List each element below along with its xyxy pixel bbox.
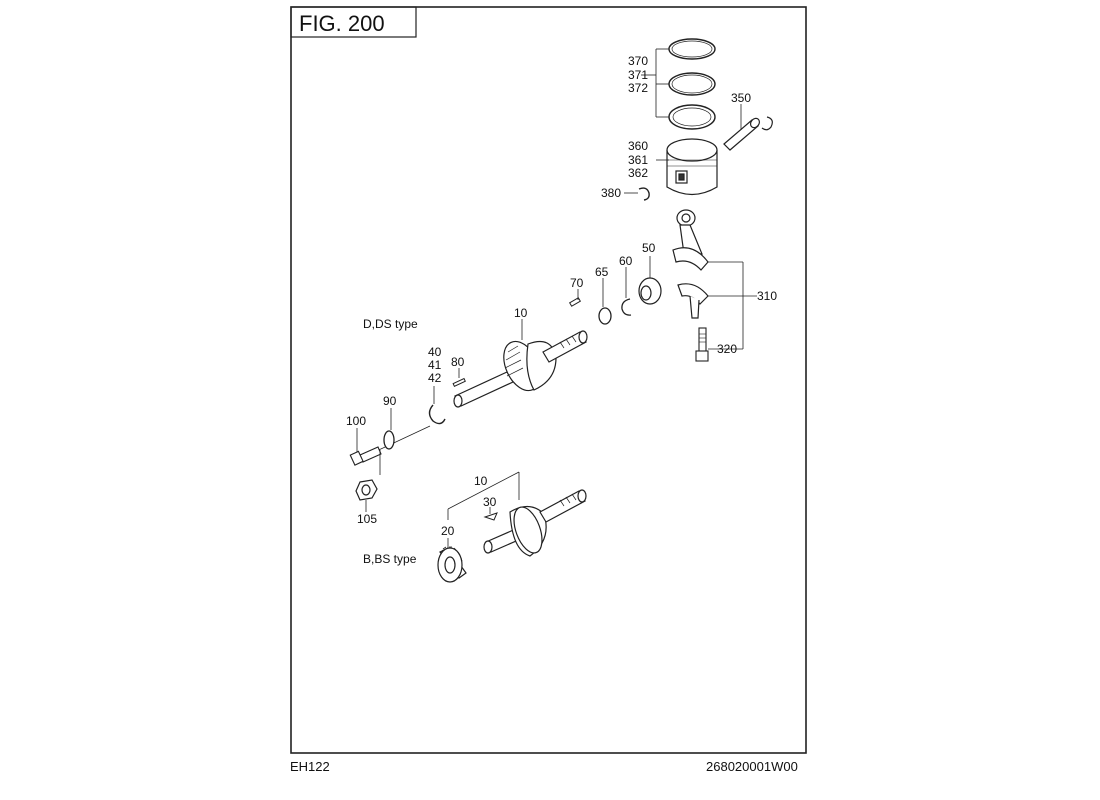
callout-41: 41	[428, 358, 442, 372]
connecting-rod-cap	[677, 283, 709, 319]
leader-10-bs	[447, 471, 520, 520]
crankshaft-bs	[483, 489, 587, 557]
callout-10-ds: 10	[514, 306, 528, 320]
callout-362: 362	[628, 166, 648, 180]
washer-90	[383, 430, 395, 450]
washer-65	[598, 307, 612, 325]
crankshaft-ds	[453, 330, 588, 408]
pin-80	[452, 377, 466, 388]
gear-20	[437, 546, 467, 583]
rod-leader-lines	[708, 261, 757, 350]
figure-title: FIG. 200	[299, 11, 385, 36]
ring-60	[621, 298, 632, 316]
figure-title-box	[290, 6, 417, 38]
callout-40: 40	[428, 345, 442, 359]
callout-60: 60	[619, 254, 633, 268]
type-label-ds: D,DS type	[363, 317, 418, 331]
callout-370: 370	[628, 54, 648, 68]
footer-model: EH122	[290, 759, 330, 774]
callout-30: 30	[483, 495, 497, 509]
nut-105	[355, 479, 378, 501]
bearing-50	[638, 277, 662, 305]
connecting-rod	[672, 209, 709, 271]
piston-pin	[723, 116, 773, 151]
callout-310: 310	[757, 289, 777, 303]
callout-380: 380	[601, 186, 621, 200]
piston-rings	[668, 38, 716, 130]
callout-350: 350	[731, 91, 751, 105]
key-70	[568, 297, 582, 307]
connecting-rod-bolt	[695, 327, 709, 362]
callout-100: 100	[346, 414, 366, 428]
callout-42: 42	[428, 371, 442, 385]
callout-361: 361	[628, 153, 648, 167]
callout-70: 70	[570, 276, 584, 290]
callout-50: 50	[642, 241, 656, 255]
piston-clip	[638, 187, 650, 201]
callout-371: 371	[628, 68, 648, 82]
callout-105: 105	[357, 512, 377, 526]
callout-372: 372	[628, 81, 648, 95]
callout-20: 20	[441, 524, 455, 538]
callout-90: 90	[383, 394, 397, 408]
callout-80: 80	[451, 355, 465, 369]
callout-10-bs: 10	[474, 474, 488, 488]
ring-leader-lines	[641, 48, 669, 118]
type-label-bs: B,BS type	[363, 552, 417, 566]
snap-ring-40	[428, 404, 446, 425]
callout-65: 65	[595, 265, 609, 279]
bolt-100	[349, 446, 382, 466]
key-30	[483, 512, 498, 521]
footer-drawing-number: 268020001W00	[706, 759, 798, 774]
callout-360: 360	[628, 139, 648, 153]
callout-320: 320	[717, 342, 737, 356]
piston	[666, 138, 718, 196]
figure-frame	[290, 6, 807, 754]
